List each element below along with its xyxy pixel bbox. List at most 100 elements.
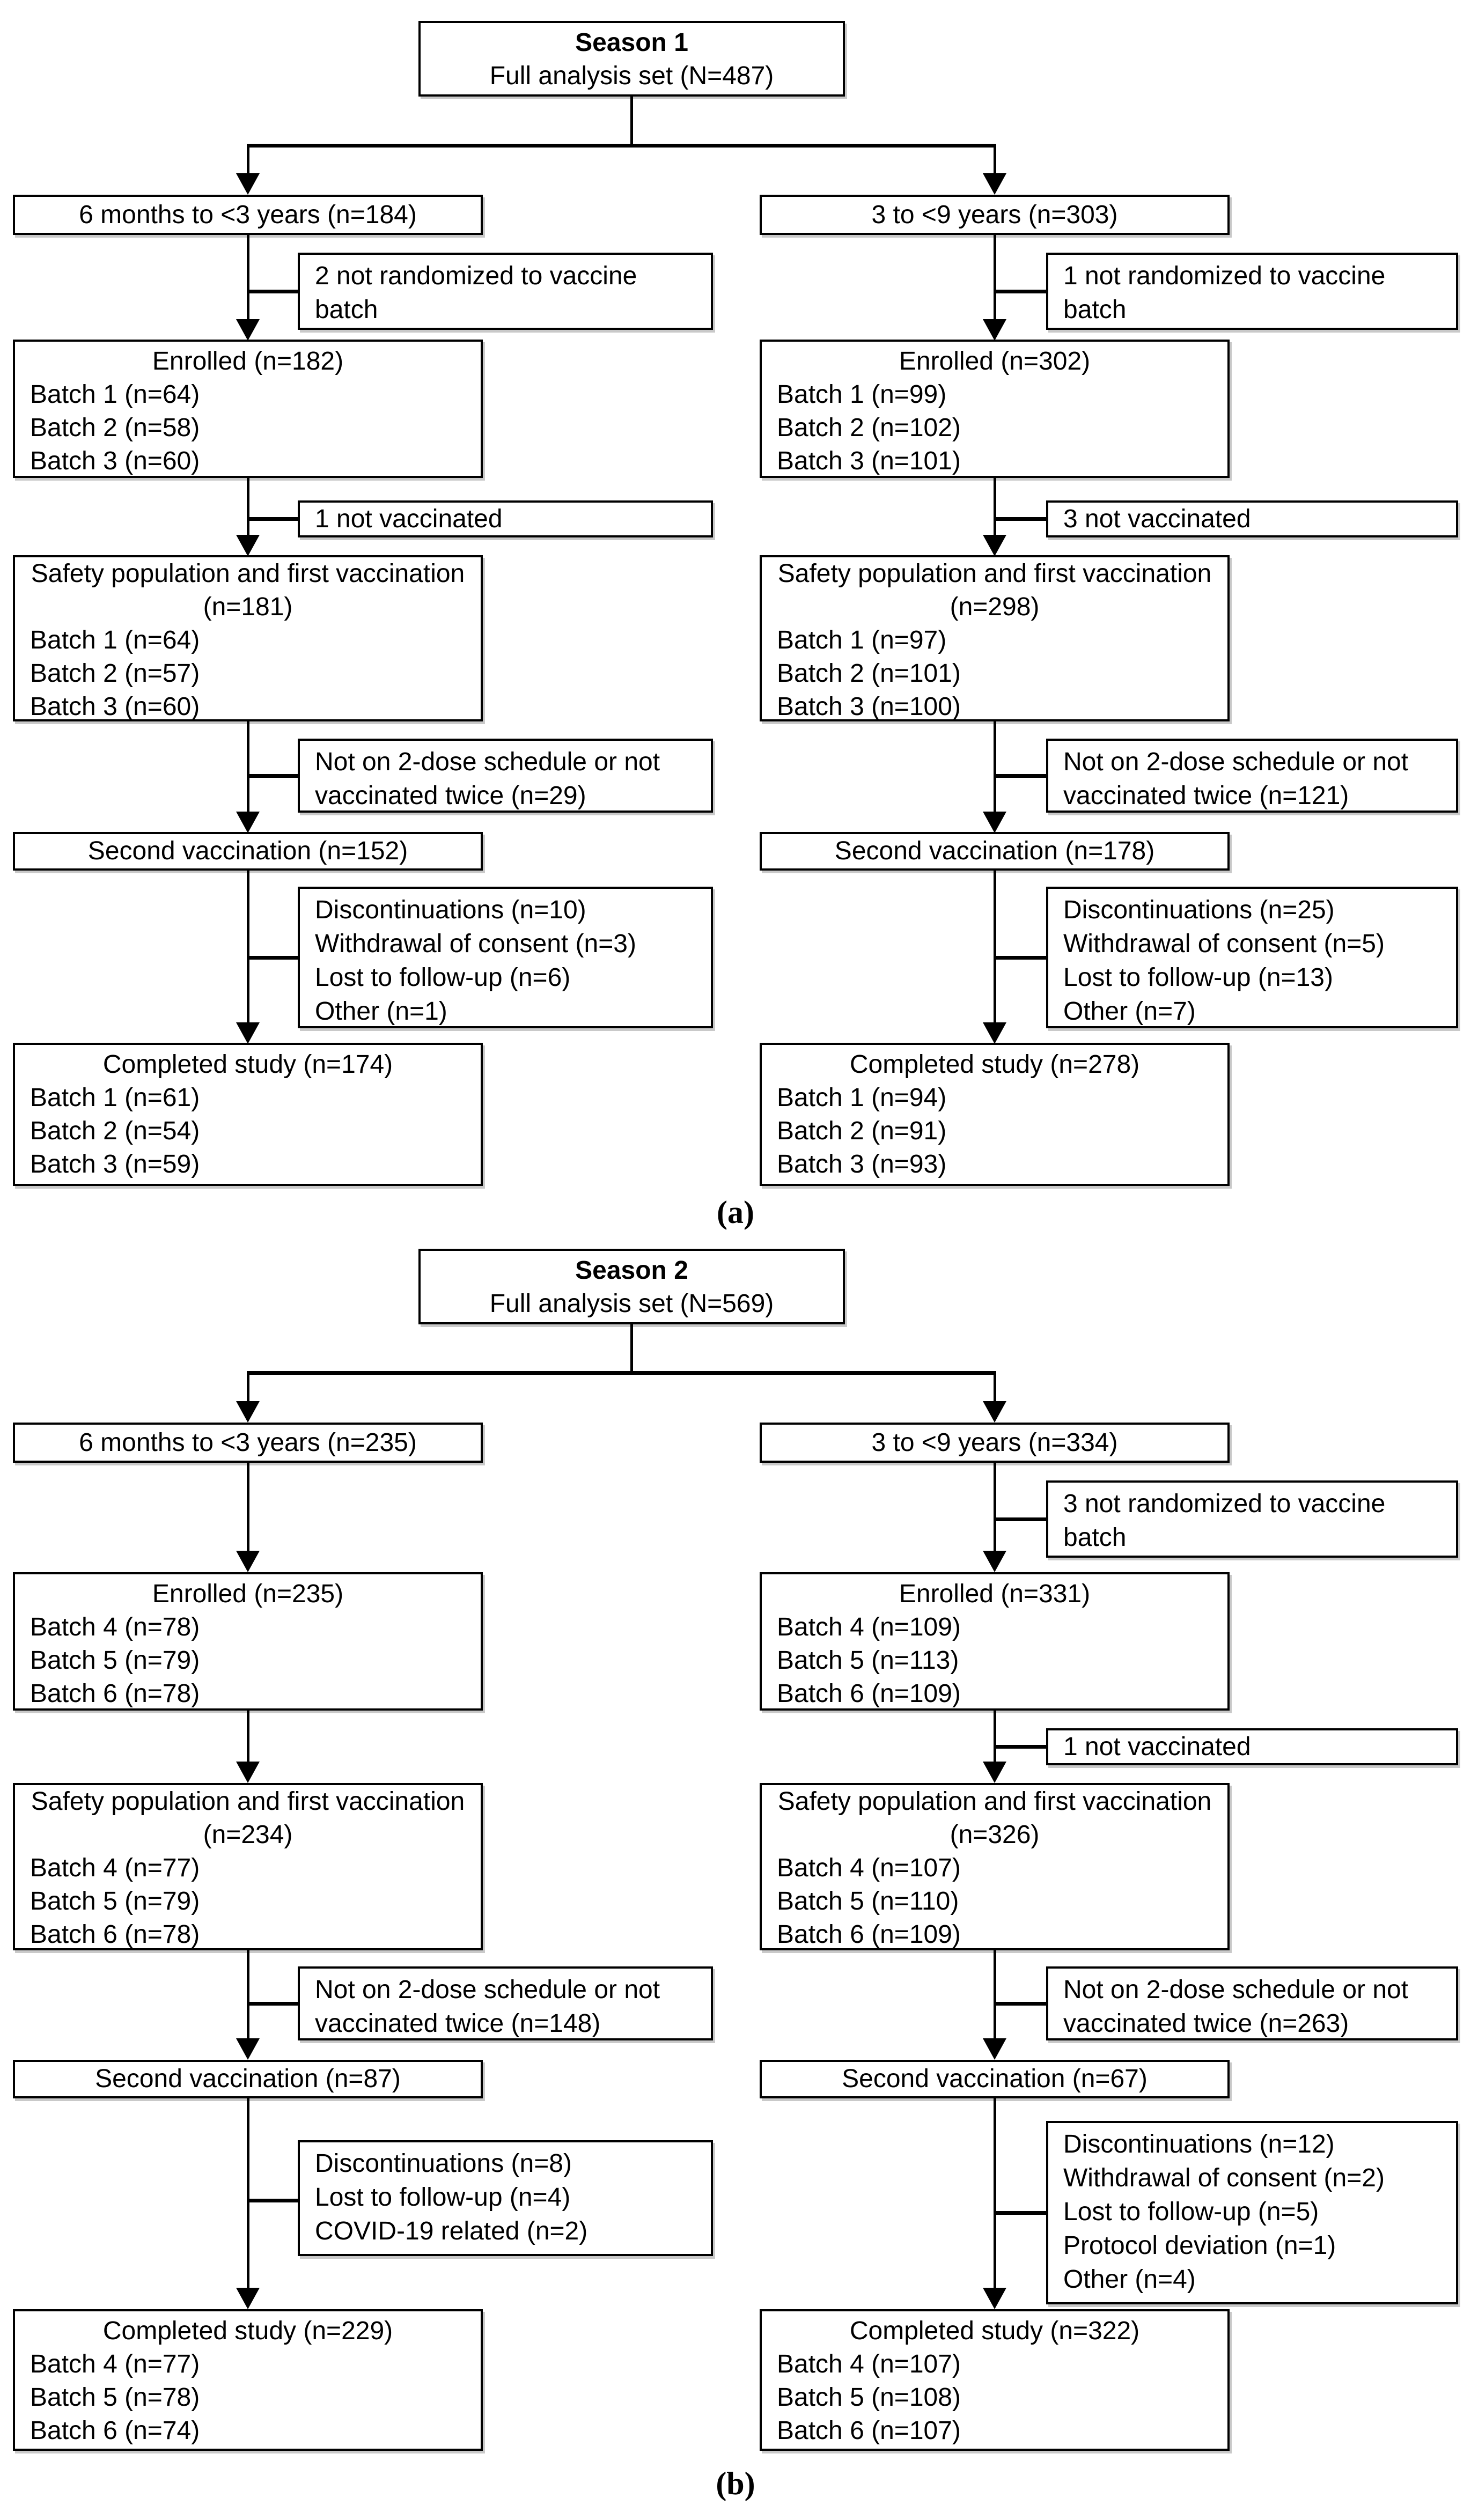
batch-lines: Batch 4 (n=77) Batch 5 (n=78) Batch 6 (n=7… (15, 2348, 481, 2448)
connector (995, 2002, 1048, 2006)
connector (248, 956, 299, 960)
discontinuation-lines: Discontinuations (n=8) Lost to follow-up … (315, 2147, 700, 2248)
text-line: Batch 2 (n=54) (30, 1117, 200, 1145)
arrow-down (983, 1551, 1006, 1572)
arrow-down (236, 535, 260, 556)
text-line: Discontinuations (n=25) (1063, 896, 1335, 924)
text-line: Batch 4 (n=109) (777, 1613, 961, 1641)
text-line: Batch 1 (n=99) (777, 380, 947, 409)
connector (994, 871, 996, 1024)
season2-right-age-box: 3 to <9 years (n=334) (760, 1423, 1230, 1463)
arrow-down (983, 2038, 1006, 2060)
arrow-down (236, 173, 260, 195)
arrow-down (983, 173, 1006, 195)
text-line: Batch 4 (n=107) (777, 1854, 961, 1882)
text-line: Other (n=4) (1063, 2265, 1196, 2294)
age-label: 3 to <9 years (n=334) (871, 1428, 1118, 1457)
text-line: Batch 2 (n=58) (30, 414, 200, 442)
completed-title: Completed study (n=278) (849, 1050, 1140, 1079)
season1-title: Season 1 (575, 28, 688, 57)
completed-title: Completed study (n=174) (102, 1050, 393, 1079)
text-line: Lost to follow-up (n=4) (315, 2183, 571, 2212)
season2-right-not-on-schedule-box: Not on 2-dose schedule or not vaccinated… (1046, 1966, 1458, 2040)
completed-title: Completed study (n=322) (849, 2317, 1140, 2345)
batch-lines: Batch 1 (n=64)Batch 2 (n=58)Batch 3 (n=6… (15, 378, 481, 478)
connector (247, 1371, 996, 1375)
safety-n: (n=326) (950, 1821, 1040, 1849)
connector (994, 1711, 996, 1763)
text-line: Batch 1 (n=94) (777, 1084, 947, 1112)
arrow-down (983, 319, 1006, 341)
safety-title: Safety population and first vaccination (777, 1787, 1212, 1816)
second-vaccination-label: Second vaccination (n=178) (834, 837, 1155, 865)
season2-left-completed-box: Completed study (n=229) Batch 4 (n=77)Ba… (13, 2309, 483, 2451)
exclusion-label: 3 not vaccinated (1063, 504, 1251, 533)
text-line: Batch 1 (n=61) (30, 1084, 200, 1112)
arrow-down (236, 319, 260, 341)
arrow-down (983, 2288, 1006, 2309)
season1-left-not-vaccinated-box: 1 not vaccinated (298, 500, 713, 537)
exclusion-label: 2 not randomized to vaccine batch (315, 262, 637, 324)
connector (248, 2199, 299, 2202)
text-line: Batch 6 (n=107) (777, 2416, 961, 2445)
text-line: Batch 6 (n=74) (30, 2416, 200, 2445)
season1-left-not-randomized-box: 2 not randomized to vaccine batch (298, 253, 713, 330)
enrolled-title: Enrolled (n=235) (152, 1580, 344, 1608)
connector (247, 1371, 249, 1404)
season1-right-age-box: 3 to <9 years (n=303) (760, 195, 1230, 235)
season2-right-second-vaccination-box: Second vaccination (n=67) (760, 2060, 1230, 2098)
text-line: Batch 3 (n=59) (30, 1150, 200, 1178)
age-label: 6 months to <3 years (n=184) (79, 200, 417, 229)
text-line: Other (n=7) (1063, 997, 1196, 1026)
season2-title: Season 2 (575, 1256, 688, 1285)
season1-title-box: Season 1 Full analysis set (N=487) (418, 21, 845, 97)
arrow-down (236, 1022, 260, 1044)
batch-lines: Batch 1 (n=94)Batch 2 (n=91)Batch 3 (n=9… (762, 1081, 1227, 1181)
season1-left-second-vaccination-box: Second vaccination (n=152) (13, 832, 483, 871)
enrolled-title: Enrolled (n=302) (899, 347, 1091, 375)
season2-right-not-randomized-box: 3 not randomized to vaccine batch (1046, 1480, 1458, 1558)
text-line: Batch 3 (n=60) (30, 447, 200, 475)
text-line: Other (n=1) (315, 997, 447, 1026)
second-vaccination-label: Second vaccination (n=67) (842, 2065, 1148, 2093)
text-line: Batch 6 (n=109) (777, 1679, 961, 1708)
batch-lines: Batch 4 (n=107)Batch 5 (n=108)Batch 6 (n… (762, 2348, 1227, 2448)
connector (995, 774, 1048, 778)
safety-title: Safety population and first vaccination (31, 1787, 465, 1816)
text-line: Batch 2 (n=102) (777, 414, 961, 442)
batch-lines: Batch 1 (n=99)Batch 2 (n=102)Batch 3 (n=… (762, 378, 1227, 478)
arrow-down (236, 2288, 260, 2309)
connector (248, 774, 299, 778)
text-line: Batch 2 (n=57) (30, 659, 200, 688)
season2-right-safety-box: Safety population and first vaccination … (760, 1783, 1230, 1950)
batch-lines: Batch 4 (n=107)Batch 5 (n=110)Batch 6 (n… (762, 1852, 1227, 1951)
season1-right-not-on-schedule-box: Not on 2-dose schedule or not vaccinated… (1046, 739, 1458, 813)
text-line: Batch 1 (n=97) (777, 626, 947, 654)
text-line: COVID-19 related (n=2) (315, 2217, 588, 2245)
enrolled-title: Enrolled (n=182) (152, 347, 344, 375)
season2-right-completed-box: Completed study (n=322) Batch 4 (n=107)B… (760, 2309, 1230, 2451)
connector (994, 1371, 996, 1404)
safety-n: (n=234) (203, 1821, 293, 1849)
safety-n: (n=298) (950, 593, 1040, 621)
text-line: Batch 4 (n=77) (30, 2350, 200, 2378)
arrow-down (983, 1762, 1006, 1783)
arrow-down (236, 812, 260, 833)
arrow-down (236, 1401, 260, 1423)
text-line: Batch 3 (n=100) (777, 692, 961, 721)
text-line: Batch 6 (n=78) (30, 1679, 200, 1708)
text-line: Batch 5 (n=79) (30, 1887, 200, 1915)
season1-right-completed-box: Completed study (n=278) Batch 1 (n=94)Ba… (760, 1043, 1230, 1186)
batch-lines: Batch 4 (n=78)Batch 5 (n=79)Batch 6 (n=7… (15, 1611, 481, 1711)
arrow-down (236, 1762, 260, 1783)
text-line: Batch 5 (n=78) (30, 2383, 200, 2412)
text-line: Batch 4 (n=107) (777, 2350, 961, 2378)
text-line: Discontinuations (n=12) (1063, 2130, 1335, 2158)
season2-right-not-vaccinated-box: 1 not vaccinated (1046, 1728, 1458, 1765)
text-line: Discontinuations (n=8) (315, 2149, 572, 2178)
arrow-down (983, 1401, 1006, 1423)
text-line: Batch 6 (n=78) (30, 1920, 200, 1949)
text-line: Batch 4 (n=78) (30, 1613, 200, 1641)
season1-left-discontinuations-box: Discontinuations (n=10)Withdrawal of con… (298, 887, 713, 1028)
connector (630, 97, 633, 147)
